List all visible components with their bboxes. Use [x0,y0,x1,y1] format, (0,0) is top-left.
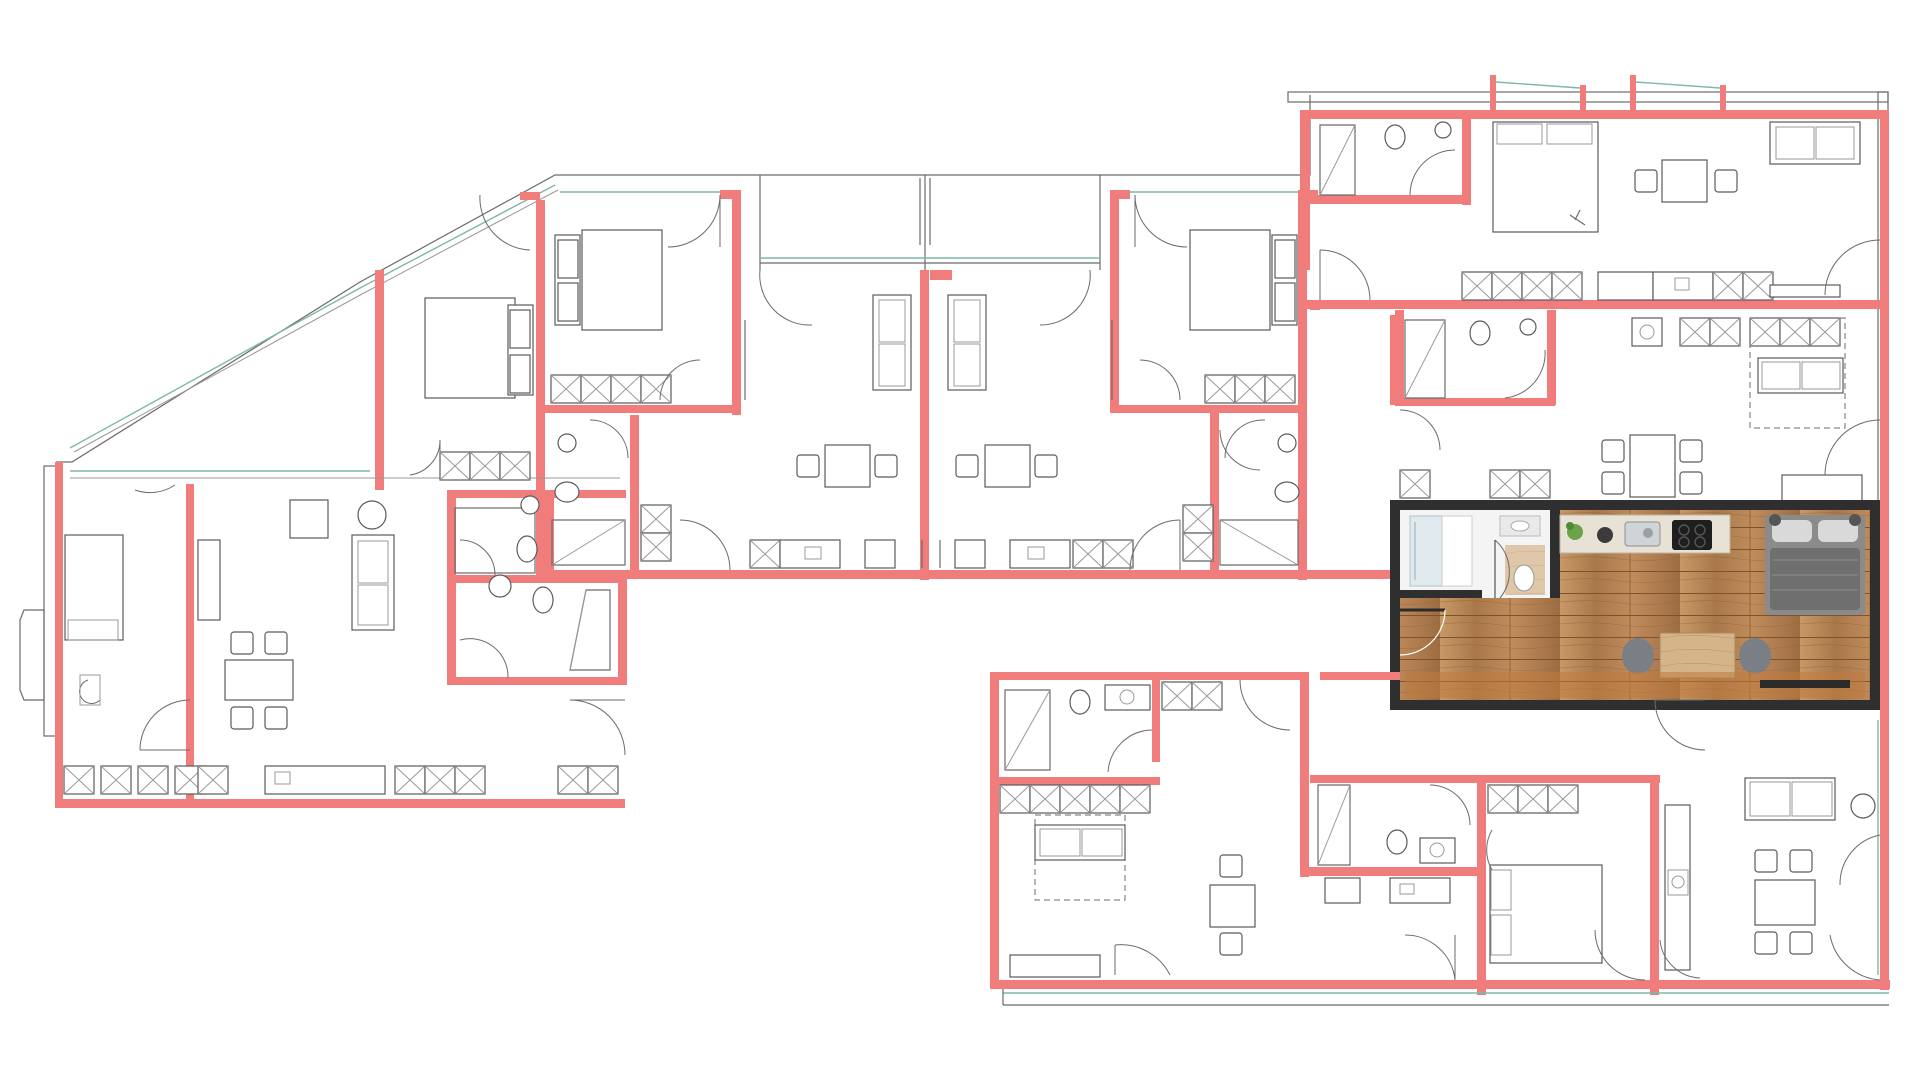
sink-icon [557,433,577,453]
toilet-icon [1513,564,1535,592]
sink-icon [1434,121,1452,139]
rendered-studio-apartment [1390,500,1880,710]
table-icon [1754,879,1816,926]
cooktop [1672,520,1712,550]
toilet-icon [1069,689,1091,715]
toilet-icon [532,586,554,614]
sink-icon [520,495,540,515]
kitchen-counter-icon [264,765,386,795]
right-top-wing [1287,75,1889,710]
kitchen-counter-icon [779,539,841,569]
right-bottom-wing [990,672,1890,1006]
table-icon [224,659,294,701]
bed-icon [1492,121,1599,233]
toilet-icon [1469,320,1491,346]
table-icon [824,444,871,488]
sink-icon [1277,433,1297,453]
bed-icon [1189,229,1271,331]
left-wing [19,95,1545,808]
toilet-icon [1274,481,1300,503]
chair-icon [1622,638,1654,674]
toilet-icon [1384,124,1406,150]
bed-icon [581,229,663,331]
sofa-icon [1769,121,1861,165]
chair-icon [1739,638,1771,674]
sink-icon [1104,684,1151,711]
bed-icon [424,297,516,399]
kitchen-counter-icon [1389,877,1451,904]
sink-icon [488,574,512,598]
table-icon [1661,159,1708,203]
kitchen-counter-icon [1652,271,1714,301]
sink-icon [1419,837,1456,864]
kitchen-counter-icon [1009,539,1071,569]
sink-icon [1519,318,1537,336]
toilet-icon [554,481,580,503]
toilet-icon [516,535,538,563]
table-icon [984,444,1031,488]
bay-window [19,609,45,701]
slanted-glazing [69,184,556,449]
table-icon [1209,884,1256,928]
sink-icon [1624,521,1661,547]
table-icon [1629,434,1676,498]
toilet-icon [1386,829,1408,855]
bed-icon [1489,864,1603,964]
table-icon [1659,632,1736,679]
